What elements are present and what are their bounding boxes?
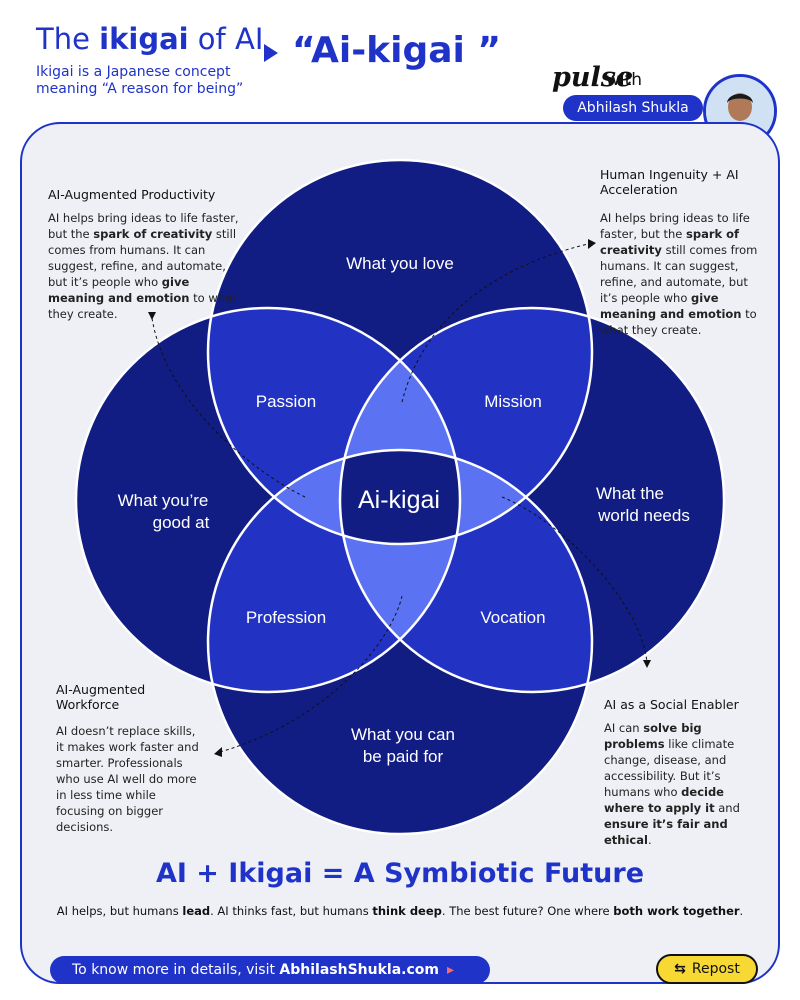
cta-text: To know more in details, visit: [72, 962, 280, 978]
label-paid-for-line2: be paid for: [363, 747, 444, 766]
label-world-needs-line2: world needs: [597, 506, 690, 525]
label-good-at-line2: good at: [153, 513, 210, 532]
arrowhead-productivity: [148, 312, 156, 320]
arrowhead-ingenuity: [588, 239, 596, 249]
arrowhead-workforce: [214, 747, 222, 757]
connector-workforce: [219, 595, 403, 753]
megaphone-icon: ▸: [446, 962, 455, 978]
connector-lines: [151, 243, 648, 753]
label-profession: Profession: [246, 608, 326, 627]
note-ingenuity-body: AI helps bring ideas to life faster, but…: [600, 211, 758, 337]
note-workforce-heading: AI-Augmented Workforce: [56, 682, 146, 712]
note-productivity-heading: AI-Augmented Productivity: [48, 187, 216, 202]
author-badge: Abhilash Shukla: [563, 95, 703, 121]
hero-title: “Ai-kigai ”: [292, 30, 502, 71]
label-mission: Mission: [484, 392, 542, 411]
connector-social: [501, 496, 648, 663]
brand-with: with: [606, 70, 643, 90]
label-vocation: Vocation: [480, 608, 545, 627]
circle-love-outline: [206, 158, 594, 546]
note-ingenuity-heading: Human Ingenuity + AI Acceleration: [600, 167, 739, 197]
circle-world-needs-outline: [338, 306, 726, 694]
repost-label: Repost: [691, 961, 740, 977]
play-arrow-icon: [264, 44, 278, 62]
page-title: The ikigai of AI: [36, 22, 264, 56]
note-social-body: AI can solve big problems like climate c…: [604, 721, 740, 847]
footer-subtitle: AI helps, but humans lead. AI thinks fas…: [56, 904, 744, 918]
website-cta[interactable]: To know more in details, visit AbhilashS…: [50, 956, 490, 984]
repost-icon: ⇆: [674, 961, 686, 977]
page-subtitle: Ikigai is a Japanese concept meaning “A …: [36, 64, 244, 97]
connector-arrowheads: [148, 239, 651, 757]
label-passion: Passion: [256, 392, 316, 411]
website-link[interactable]: AbhilashShukla.com: [279, 962, 439, 978]
label-good-at-line1: What you’re: [118, 491, 209, 510]
circle-good-at-outline: [74, 306, 462, 694]
label-center: Ai-kigai: [358, 486, 440, 514]
note-workforce-body: AI doesn’t replace skills, it makes work…: [56, 724, 199, 834]
note-productivity-body: AI helps bring ideas to life faster, but…: [48, 211, 239, 321]
label-what-you-love: What you love: [346, 254, 454, 273]
brand-logo: pulse: [552, 62, 634, 93]
footer-title: AI + Ikigai = A Symbiotic Future: [155, 858, 645, 889]
arrowhead-social: [643, 660, 651, 668]
repost-button[interactable]: ⇆ Repost: [656, 954, 758, 984]
label-world-needs-line1: What the: [596, 484, 664, 503]
connector-ingenuity: [401, 243, 589, 403]
note-social-heading: AI as a Social Enabler: [604, 697, 739, 712]
label-paid-for-line1: What you can: [351, 725, 455, 744]
circle-paid-for-outline: [206, 448, 594, 836]
connector-productivity: [151, 317, 306, 498]
